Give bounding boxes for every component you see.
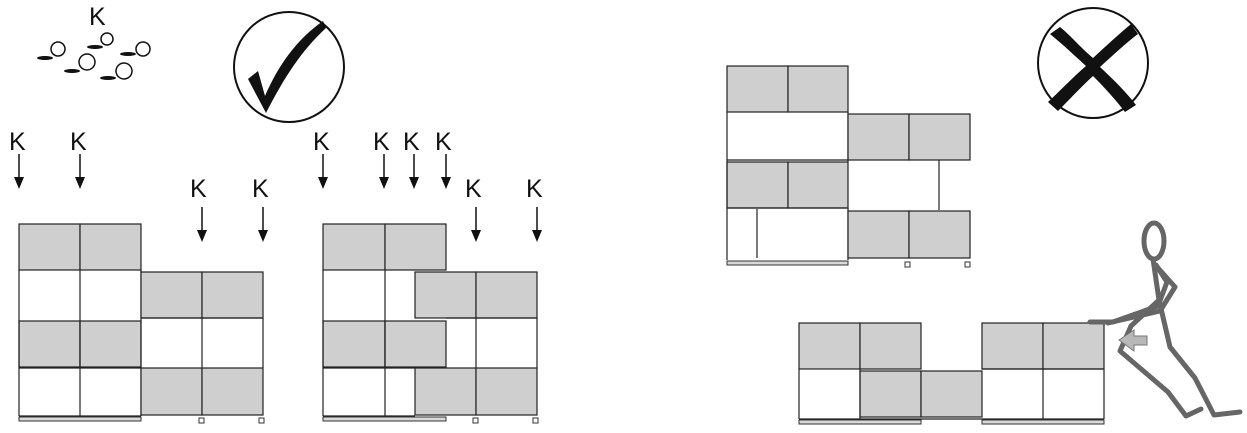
pushing-person-icon: [1090, 223, 1240, 416]
load-label: K: [70, 128, 87, 156]
load-label: K: [435, 128, 452, 156]
check-mark-icon: [234, 12, 344, 122]
load-label: K: [252, 175, 269, 203]
load-label: K: [9, 128, 26, 156]
load-label: K: [403, 128, 420, 156]
valid-stack-1: [19, 224, 264, 423]
legend-k-label: K: [89, 3, 106, 31]
load-label: K: [313, 128, 330, 156]
load-label: K: [465, 175, 482, 203]
load-label: K: [526, 175, 543, 203]
invalid-stack-lower: [799, 323, 1104, 424]
valid-stack-2: [323, 224, 538, 423]
invalid-stack-upper: [727, 66, 970, 267]
load-label: K: [373, 128, 390, 156]
ball-legend: K: [37, 3, 150, 80]
cross-mark-icon: [1038, 8, 1148, 118]
load-label: K: [190, 175, 207, 203]
ball-icons: [37, 33, 150, 80]
